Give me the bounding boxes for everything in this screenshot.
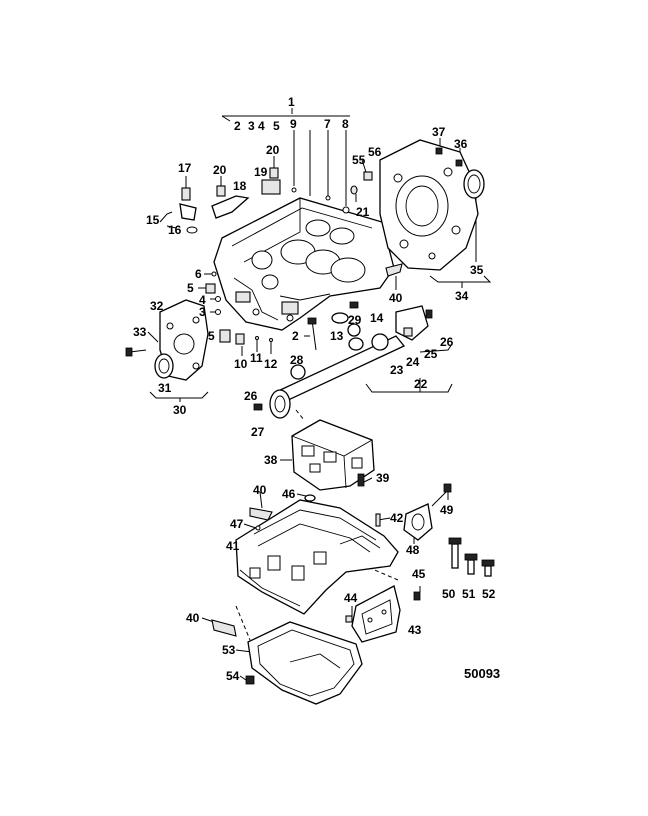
callout-5: 5 bbox=[208, 329, 215, 343]
callout-5: 5 bbox=[273, 119, 280, 133]
callout-20: 20 bbox=[213, 163, 227, 177]
callout-23: 23 bbox=[390, 363, 404, 377]
callout-6: 6 bbox=[195, 267, 202, 281]
callout-32: 32 bbox=[150, 299, 164, 313]
small-fittings bbox=[179, 167, 403, 345]
callout-26: 26 bbox=[440, 335, 454, 349]
callout-1: 1 bbox=[288, 95, 295, 109]
callout-28: 28 bbox=[290, 353, 304, 367]
callout-38: 38 bbox=[264, 453, 278, 467]
callout-36: 36 bbox=[454, 137, 468, 151]
callout-31: 31 bbox=[158, 381, 172, 395]
callout-17: 17 bbox=[178, 161, 192, 175]
callout-8: 8 bbox=[342, 117, 349, 131]
callout-16: 16 bbox=[168, 223, 182, 237]
callout-14: 14 bbox=[370, 311, 384, 325]
callout-25: 25 bbox=[424, 347, 438, 361]
callout-24: 24 bbox=[406, 355, 420, 369]
callout-48: 48 bbox=[406, 543, 420, 557]
callout-9: 9 bbox=[290, 117, 297, 131]
callout-2: 2 bbox=[234, 119, 241, 133]
callout-29: 29 bbox=[348, 313, 362, 327]
callout-4: 4 bbox=[258, 119, 265, 133]
callout-27: 27 bbox=[251, 425, 265, 439]
ladder-frame bbox=[291, 419, 375, 491]
callout-3: 3 bbox=[248, 119, 255, 133]
engine-block bbox=[213, 197, 395, 331]
callout-44: 44 bbox=[344, 591, 358, 605]
callout-12: 12 bbox=[264, 357, 278, 371]
crankshaft bbox=[253, 301, 433, 419]
callout-49: 49 bbox=[440, 503, 454, 517]
callout-42: 42 bbox=[390, 511, 404, 525]
callout-26: 26 bbox=[244, 389, 258, 403]
callout-15: 15 bbox=[146, 213, 160, 227]
figure-number: 50093 bbox=[464, 666, 500, 681]
upper-oil-pan bbox=[235, 494, 399, 615]
callout-55: 55 bbox=[352, 153, 366, 167]
callout-11: 11 bbox=[250, 351, 263, 365]
flywheel-housing bbox=[350, 139, 485, 271]
callout-50: 50 bbox=[442, 587, 456, 601]
callout-40: 40 bbox=[253, 483, 267, 497]
callout-35: 35 bbox=[470, 263, 484, 277]
callout-7: 7 bbox=[324, 117, 331, 131]
callout-52: 52 bbox=[482, 587, 496, 601]
callout-39: 39 bbox=[376, 471, 390, 485]
callout-2: 2 bbox=[292, 329, 299, 343]
lower-oil-pan bbox=[211, 619, 363, 705]
callout-33: 33 bbox=[133, 325, 147, 339]
callout-10: 10 bbox=[234, 357, 248, 371]
callout-53: 53 bbox=[222, 643, 236, 657]
front-cover bbox=[125, 299, 209, 381]
callout-4: 4 bbox=[199, 293, 206, 307]
callout-22: 22 bbox=[414, 377, 428, 391]
oil-filter-adapter bbox=[403, 483, 452, 541]
callout-41: 41 bbox=[226, 539, 240, 553]
callout-5: 5 bbox=[187, 281, 194, 295]
callout-51: 51 bbox=[462, 587, 476, 601]
callout-18: 18 bbox=[233, 179, 247, 193]
bolts bbox=[345, 537, 495, 623]
callout-56: 56 bbox=[368, 145, 382, 159]
baffle-plate bbox=[351, 585, 401, 643]
callout-labels: 1 2 3 4 5 9 7 8 20 17 20 19 18 15 16 55 … bbox=[133, 95, 496, 683]
callout-20: 20 bbox=[266, 143, 280, 157]
callout-30: 30 bbox=[173, 403, 187, 417]
callout-19: 19 bbox=[254, 165, 268, 179]
callout-13: 13 bbox=[330, 329, 344, 343]
callout-40: 40 bbox=[186, 611, 200, 625]
callout-3: 3 bbox=[199, 305, 206, 319]
callout-43: 43 bbox=[408, 623, 422, 637]
callout-34: 34 bbox=[455, 289, 469, 303]
callout-40: 40 bbox=[389, 291, 403, 305]
callout-21: 21 bbox=[356, 205, 370, 219]
callout-45: 45 bbox=[412, 567, 426, 581]
callout-47: 47 bbox=[230, 517, 244, 531]
callout-46: 46 bbox=[282, 487, 296, 501]
callout-37: 37 bbox=[432, 125, 446, 139]
callout-54: 54 bbox=[226, 669, 240, 683]
